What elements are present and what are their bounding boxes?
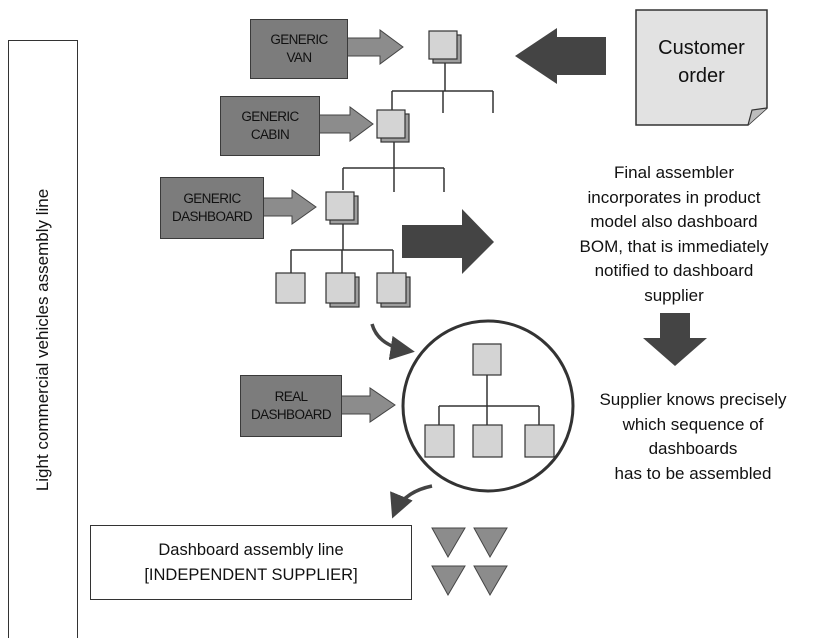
sequence-triangles <box>431 527 508 597</box>
real-dashboard-circle <box>401 319 575 493</box>
dashboard-line-title: Dashboard assembly line <box>158 541 344 559</box>
real-dashboard-label: REAL DASHBOARD <box>250 389 332 422</box>
generic-dashboard-label: GENERIC DASHBOARD <box>171 191 253 224</box>
bom-nodes <box>275 30 462 308</box>
real-dashboard-tag: REAL DASHBOARD <box>240 375 342 437</box>
bom-tree-lines <box>290 63 494 273</box>
generic-van-label: GENERIC VAN <box>270 32 328 65</box>
generic-cabin-tag: GENERIC CABIN <box>220 96 320 156</box>
customer-order-text: Customer order <box>658 37 745 87</box>
bom-notify-arrow <box>402 209 494 274</box>
generic-van-tag: GENERIC VAN <box>250 19 348 79</box>
assembly-line-frame: Light commercial vehicles assembly line <box>8 40 78 638</box>
generic-dashboard-tag: GENERIC DASHBOARD <box>160 177 264 239</box>
curved-arrow-to-circle <box>370 323 415 361</box>
supplier-knows-text: Supplier knows precisely which sequence … <box>599 390 787 483</box>
dashboard-assembly-line-box: Dashboard assembly line [INDEPENDENT SUP… <box>90 525 412 600</box>
generic-cabin-label: GENERIC CABIN <box>241 109 299 142</box>
down-arrow <box>643 313 707 366</box>
assembly-line-label: Light commercial vehicles assembly line <box>33 188 52 491</box>
final-assembler-text: Final assembler incorporates in product … <box>579 163 769 305</box>
curved-arrow-to-supplier <box>390 484 433 519</box>
tag-arrows <box>261 29 404 423</box>
dashboard-line-supplier: [INDEPENDENT SUPPLIER] <box>144 566 358 584</box>
order-arrow-left <box>515 28 606 84</box>
customer-order-note <box>635 9 768 126</box>
